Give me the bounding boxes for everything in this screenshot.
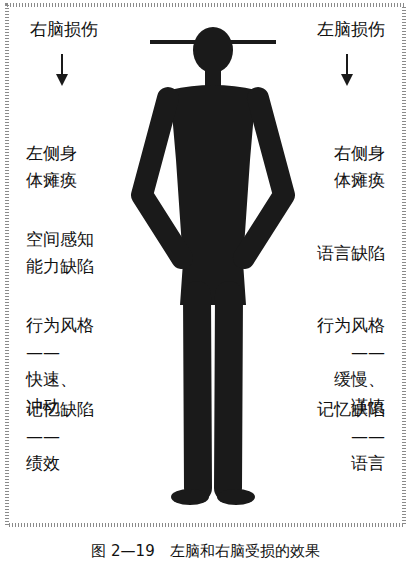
frame: [7, 5, 404, 525]
effect-text: 语言缺陷: [317, 240, 385, 267]
effect-text: 左侧身 体瘫痪: [26, 140, 77, 194]
effect-text: 空间感知 能力缺陷: [26, 226, 94, 280]
effect-text: 记忆缺陷—— 语言: [317, 396, 385, 477]
damage-heading: 右脑损伤: [30, 16, 98, 43]
down-arrows: [56, 54, 353, 86]
human-silhouette: [142, 27, 284, 505]
effect-text: 右侧身 体瘫痪: [334, 140, 385, 194]
effect-text: 记忆缺陷—— 绩效: [26, 396, 94, 477]
figure-caption: 图 2—19 左脑和右脑受损的效果: [0, 542, 411, 561]
damage-heading: 左脑损伤: [317, 16, 385, 43]
brain-bar: [150, 40, 276, 44]
